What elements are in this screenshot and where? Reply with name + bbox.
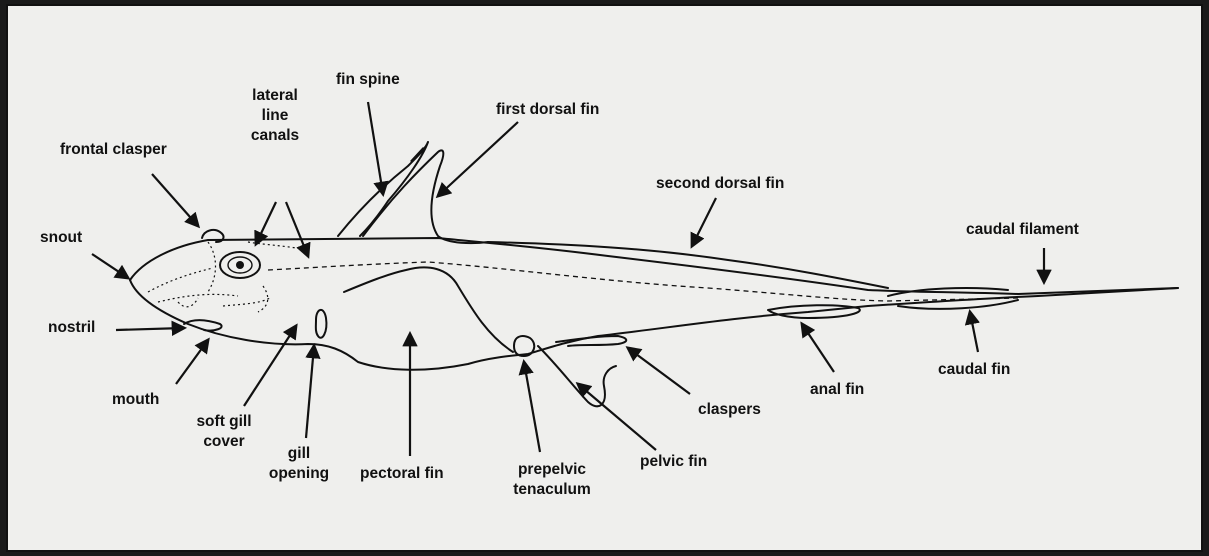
label-fin-spine: fin spine <box>336 70 400 90</box>
label-caudal-filament: caudal filament <box>966 220 1079 240</box>
arrow-frontal-clasper <box>152 174 198 226</box>
label-soft-gill-cover: soft gill cover <box>186 412 262 452</box>
label-gill-opening: gill opening <box>264 444 334 484</box>
label-anal-fin: anal fin <box>810 380 864 400</box>
label-lateral-line-canals: lateral line canals <box>240 86 310 146</box>
arrow-gill-opening <box>306 346 314 438</box>
label-claspers: claspers <box>698 400 761 420</box>
arrow-nostril <box>116 328 184 330</box>
label-second-dorsal-fin: second dorsal fin <box>656 174 784 194</box>
arrow-lateral-line-1 <box>256 202 276 244</box>
arrow-pelvic-fin <box>578 384 656 450</box>
label-nostril: nostril <box>48 318 95 338</box>
arrow-lateral-line-2 <box>286 202 308 256</box>
arrow-second-dorsal-fin <box>692 198 716 246</box>
label-pelvic-fin: pelvic fin <box>640 452 707 472</box>
label-caudal-fin: caudal fin <box>938 360 1010 380</box>
label-frontal-clasper: frontal clasper <box>60 140 167 160</box>
arrow-soft-gill-cover <box>244 326 296 406</box>
arrow-claspers <box>628 348 690 394</box>
arrow-prepelvic-tenaculum <box>524 362 540 452</box>
arrow-first-dorsal-fin <box>438 122 518 196</box>
arrow-snout <box>92 254 128 278</box>
arrow-mouth <box>176 340 208 384</box>
label-mouth: mouth <box>112 390 159 410</box>
label-snout: snout <box>40 228 82 248</box>
arrow-anal-fin <box>802 324 834 372</box>
diagram-frame: fin spine first dorsal fin lateral line … <box>6 4 1203 552</box>
arrow-fin-spine <box>368 102 383 194</box>
label-first-dorsal-fin: first dorsal fin <box>496 100 599 120</box>
label-prepelvic-tenaculum: prepelvic tenaculum <box>502 460 602 500</box>
label-pectoral-fin: pectoral fin <box>360 464 444 484</box>
arrow-caudal-fin <box>970 312 978 352</box>
leader-arrows <box>8 6 1205 554</box>
